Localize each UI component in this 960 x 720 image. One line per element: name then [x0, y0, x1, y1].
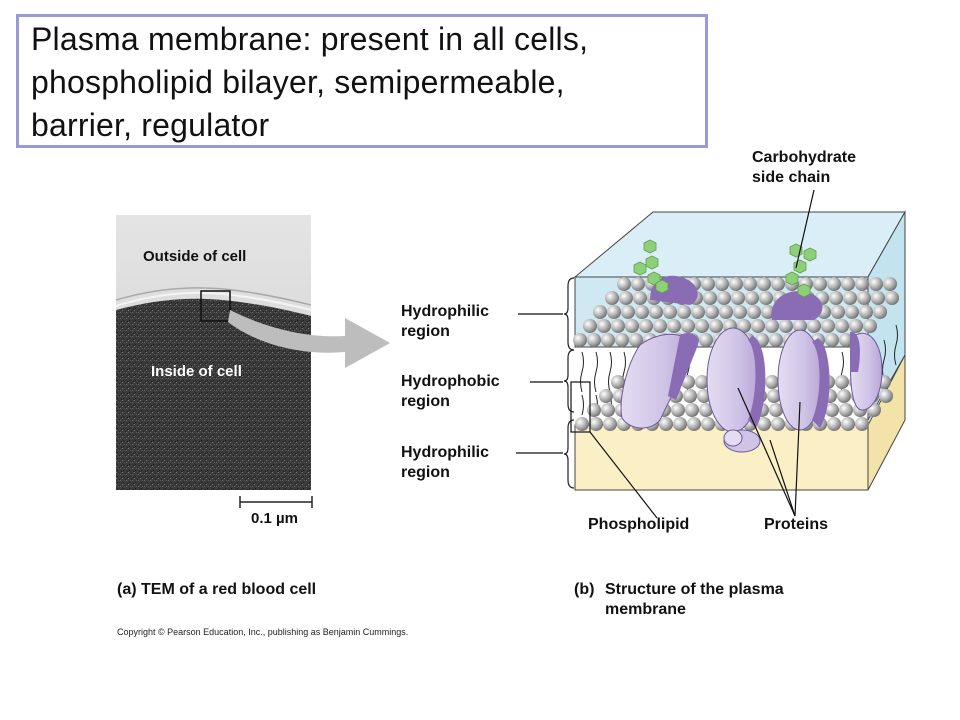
caption-b-line1: Structure of the plasma: [605, 581, 784, 598]
title-line-2: phospholipid bilayer, semipermeable,: [31, 64, 565, 100]
hydrophilic-top-label-line2: region: [401, 323, 450, 340]
hydrophobic-label-line1: Hydrophobic: [401, 373, 500, 390]
caption-a: (a) TEM of a red blood cell: [117, 581, 317, 598]
outside-of-cell-label: Outside of cell: [143, 248, 247, 265]
title-line-3: barrier, regulator: [31, 107, 270, 143]
surface-protein-2: [771, 291, 823, 320]
copyright-notice: Copyright © Pearson Education, Inc., pub…: [117, 627, 409, 637]
membrane-block: [570, 210, 906, 491]
caption-b-line2: membrane: [605, 601, 686, 618]
carbohydrate-label-line2: side chain: [752, 169, 831, 186]
hydrophilic-bottom-label-line1: Hydrophilic: [401, 444, 490, 461]
carbohydrate-label-line1: Carbohydrate: [752, 149, 857, 166]
scale-bar-label: 0.1 µm: [251, 510, 298, 527]
region-brackets: [563, 277, 575, 489]
tem-image: [115, 215, 312, 490]
scale-bar: [239, 496, 313, 508]
hydrophilic-bottom-label-line2: region: [401, 464, 450, 481]
title-line-1: Plasma membrane: present in all cells,: [31, 21, 589, 57]
hydrophobic-label-line2: region: [401, 393, 450, 410]
phospholipid-label: Phospholipid: [588, 516, 690, 533]
title-box: Plasma membrane: present in all cells, p…: [16, 14, 708, 148]
inside-of-cell-label: Inside of cell: [151, 363, 242, 380]
hydrophilic-top-label-line1: Hydrophilic: [401, 303, 490, 320]
tem-zoom-box: [200, 290, 231, 322]
phospholipid-highlight-box: [570, 381, 591, 433]
leader-lines: [516, 189, 815, 519]
zoom-arrow: [228, 310, 390, 368]
caption-b-prefix: (b): [574, 581, 595, 598]
proteins-label: Proteins: [764, 516, 829, 533]
